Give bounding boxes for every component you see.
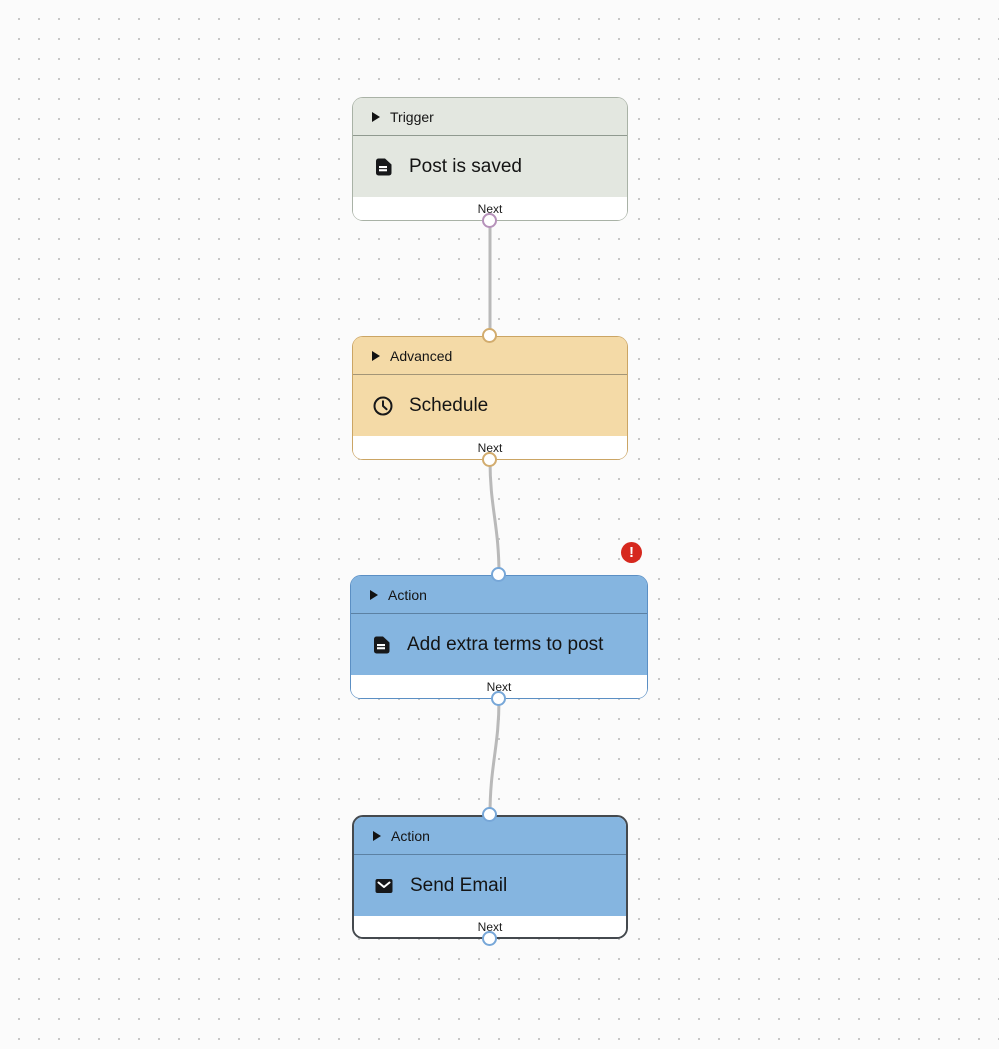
mail-icon <box>373 875 395 897</box>
node-category-label: Trigger <box>390 108 434 125</box>
next-output-label: Next <box>351 675 647 698</box>
collapse-triangle-icon[interactable] <box>370 589 378 600</box>
node-title: Send Email <box>410 874 508 896</box>
next-output-label: Next <box>354 916 626 937</box>
node-header[interactable]: Action <box>354 817 626 855</box>
node-title: Add extra terms to post <box>407 633 604 655</box>
node-title: Schedule <box>409 394 489 416</box>
node-header[interactable]: Trigger <box>353 98 627 136</box>
collapse-triangle-icon[interactable] <box>372 350 380 361</box>
document-icon <box>372 156 394 178</box>
node-action-add-extra-terms[interactable]: Action Add extra terms to post Next <box>350 575 648 699</box>
connector-action1-to-action2[interactable] <box>488 697 501 817</box>
node-body[interactable]: Send Email <box>354 855 626 916</box>
next-output-label: Next <box>353 197 627 220</box>
node-action-send-email[interactable]: Action Send Email Next <box>352 815 628 939</box>
collapse-triangle-icon[interactable] <box>373 830 381 841</box>
error-badge-icon[interactable]: ! <box>621 542 642 563</box>
node-trigger-post-is-saved[interactable]: Trigger Post is saved Next <box>352 97 628 221</box>
node-advanced-schedule[interactable]: Advanced Schedule Next <box>352 336 628 460</box>
collapse-triangle-icon[interactable] <box>372 111 380 122</box>
node-title: Post is saved <box>409 155 522 177</box>
node-category-label: Advanced <box>390 347 453 364</box>
output-port-advanced[interactable] <box>482 452 497 467</box>
node-header[interactable]: Action <box>351 576 647 614</box>
connector-advanced-to-action1[interactable] <box>488 458 501 577</box>
node-body[interactable]: Schedule <box>353 375 627 436</box>
node-body[interactable]: Post is saved <box>353 136 627 197</box>
output-port-action2[interactable] <box>482 931 497 946</box>
input-port-action1[interactable] <box>491 567 506 582</box>
node-category-label: Action <box>391 827 430 844</box>
clock-icon <box>372 395 394 417</box>
node-header[interactable]: Advanced <box>353 337 627 375</box>
input-port-advanced[interactable] <box>482 328 497 343</box>
document-icon <box>370 634 392 656</box>
node-body[interactable]: Add extra terms to post <box>351 614 647 675</box>
output-port-action1[interactable] <box>491 691 506 706</box>
next-output-label: Next <box>353 436 627 459</box>
node-category-label: Action <box>388 586 427 603</box>
output-port-trigger[interactable] <box>482 213 497 228</box>
input-port-action2[interactable] <box>482 807 497 822</box>
